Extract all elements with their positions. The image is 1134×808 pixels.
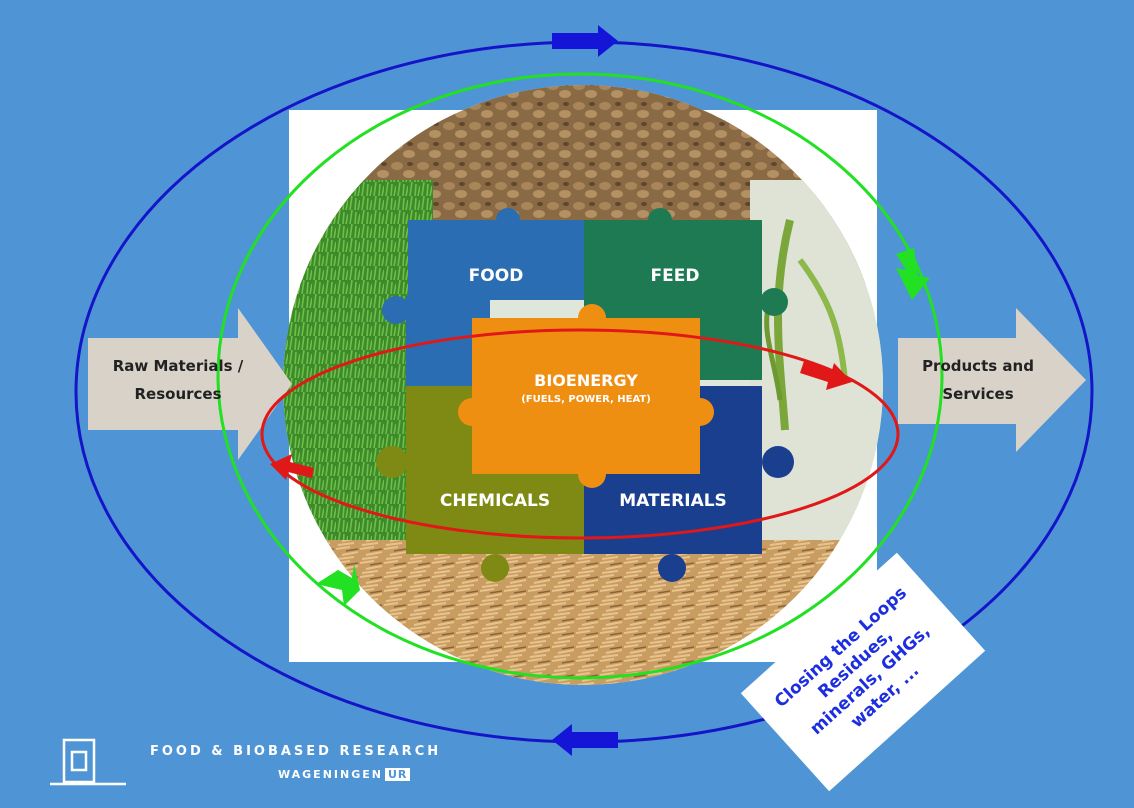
outer-loop-arrow-top <box>552 25 618 57</box>
middle-loop-arrow-right <box>896 248 930 300</box>
food-label: FOOD <box>469 266 524 286</box>
logo-org-text: FOOD & BIOBASED RESEARCH <box>150 744 442 759</box>
chemicals-label: CHEMICALS <box>440 491 550 511</box>
inner-loop-arrow-left <box>270 454 314 480</box>
materials-label: MATERIALS <box>619 491 727 511</box>
logo-ur-badge: UR <box>384 768 411 781</box>
puzzle-piece-bioenergy <box>458 304 714 488</box>
middle-loop <box>216 72 944 680</box>
raw-materials-arrow <box>88 308 292 460</box>
inner-loop <box>260 328 900 540</box>
outer-loop-arrow-bottom <box>552 724 618 756</box>
middle-loop-arrow-left <box>316 564 360 606</box>
logo-university-text: WAGENINGEN <box>278 768 383 781</box>
logo-mark <box>50 738 126 786</box>
products-arrow <box>898 308 1086 452</box>
inner-loop-arrow-right <box>800 361 852 390</box>
bioenergy-sub-label: (FUELS, POWER, HEAT) <box>521 394 651 405</box>
raw-materials-line2: Resources <box>134 385 222 403</box>
feed-label: FEED <box>651 266 700 286</box>
products-line2: Services <box>942 385 1014 403</box>
products-label: Products and Services <box>898 352 1058 408</box>
raw-materials-label: Raw Materials / Resources <box>88 352 268 408</box>
products-line1: Products and <box>922 357 1034 375</box>
puzzle <box>376 208 794 582</box>
bioenergy-label: BIOENERGY <box>534 371 638 390</box>
puzzle-piece-food <box>408 208 584 300</box>
raw-materials-line1: Raw Materials / <box>112 357 244 375</box>
